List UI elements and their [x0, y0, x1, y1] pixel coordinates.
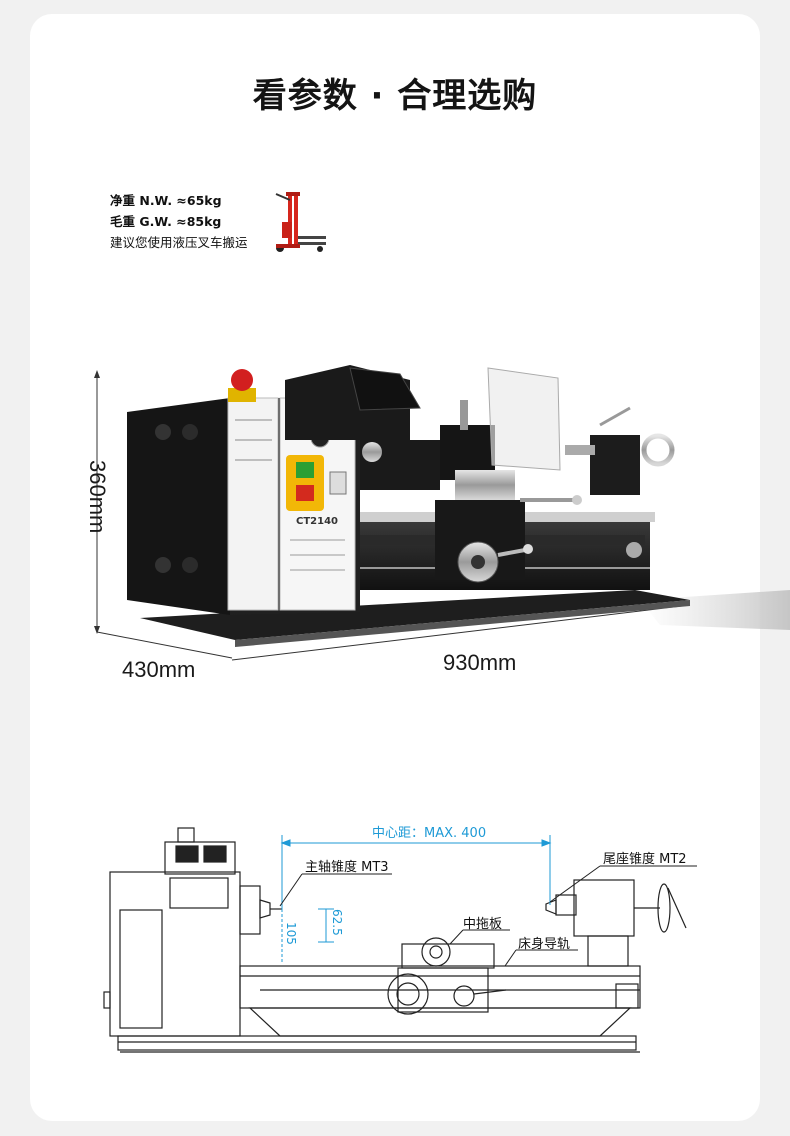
- spindle-taper-label: 主轴锥度 MT3: [305, 860, 389, 875]
- model-badge: CT2140: [296, 516, 338, 527]
- length-dimension: 930mm: [443, 650, 517, 675]
- dimension-lines: [94, 370, 691, 661]
- forklift-icon: [275, 192, 326, 252]
- height-105-label: 105: [284, 922, 298, 945]
- page-title: 看参数 · 合理选购: [252, 76, 538, 116]
- net-weight: 净重 N.W. ≈65kg: [110, 193, 222, 208]
- transport-note: 建议您使用液压叉车搬运: [110, 235, 248, 250]
- depth-dimension: 430mm: [122, 657, 196, 682]
- cross-slide-label: 中拖板: [463, 917, 503, 932]
- gross-weight: 毛重 G.W. ≈85kg: [110, 214, 222, 229]
- center-distance-label: 中心距：MAX. 400: [372, 826, 487, 841]
- bed-guide-label: 床身导轨: [518, 937, 571, 952]
- weight-info: 净重 N.W. ≈65kg 毛重 G.W. ≈85kg 建议您使用液压叉车搬运: [110, 190, 248, 253]
- height-62-5-label: 62.5: [330, 909, 344, 936]
- lathe-photo: [127, 365, 790, 647]
- tailstock-taper-label: 尾座锥度 MT2: [603, 852, 687, 867]
